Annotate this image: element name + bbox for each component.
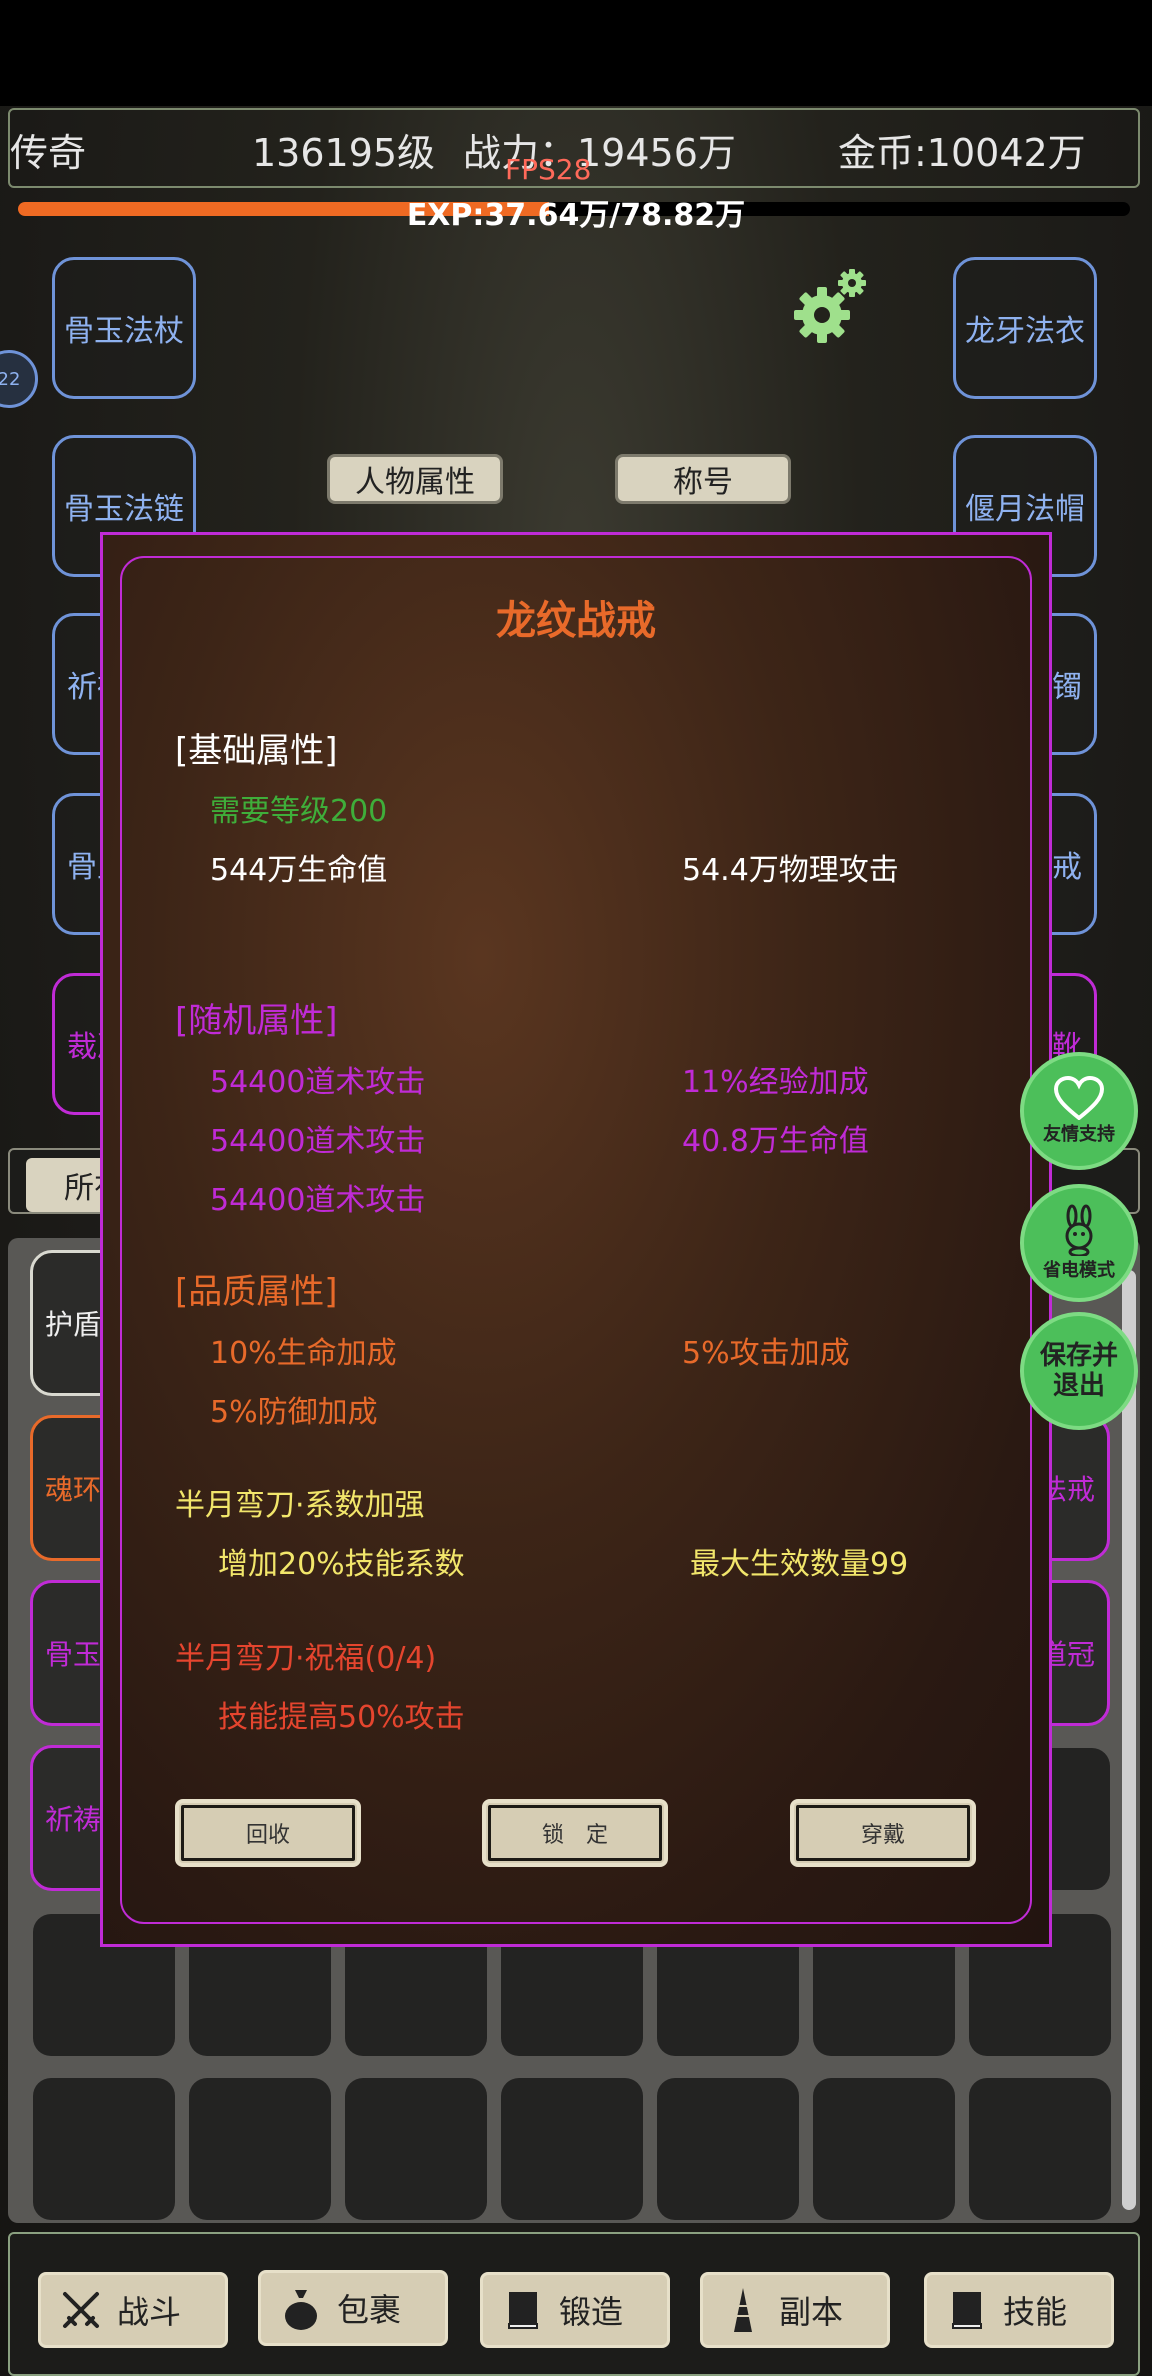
random-attr-header: [随机属性] — [175, 1001, 338, 1041]
random-attr-4: 40.8万生命值 — [682, 1124, 869, 1159]
nav-forge[interactable]: 锻造 — [480, 2272, 670, 2348]
lock-button[interactable]: 锁 定 — [482, 1799, 668, 1867]
support-button[interactable]: 友情支持 — [1020, 1052, 1138, 1170]
gear-icon[interactable] — [790, 265, 870, 349]
nav-forge-label: 锻造 — [559, 2293, 624, 2331]
set-bonus-1-title: 半月弯刀·系数加强 — [175, 1488, 425, 1523]
random-attr-5: 54400道术攻击 — [210, 1183, 426, 1218]
book-icon — [941, 2290, 993, 2330]
support-label: 友情支持 — [1043, 1124, 1115, 1145]
random-attr-2: 11%经验加成 — [682, 1065, 869, 1100]
top-black-bar — [0, 0, 1152, 106]
required-level: 需要等级200 — [210, 794, 388, 829]
rabbit-icon — [1065, 1204, 1093, 1256]
base-hp: 544万生命值 — [210, 853, 388, 888]
set-bonus-1-effect: 增加20%技能系数 — [218, 1547, 465, 1582]
tab-attributes[interactable]: 人物属性 — [327, 454, 503, 504]
random-attr-3: 54400道术攻击 — [210, 1124, 426, 1159]
nav-skill[interactable]: 技能 — [924, 2272, 1114, 2348]
base-attack: 54.4万物理攻击 — [682, 853, 899, 888]
save-exit-button[interactable]: 保存并退出 — [1020, 1312, 1138, 1430]
quality-attr-2: 5%攻击加成 — [682, 1336, 850, 1371]
money-bag-icon — [275, 2286, 327, 2330]
crossed-swords-icon — [55, 2290, 107, 2330]
nav-dungeon[interactable]: 副本 — [700, 2272, 890, 2348]
set-bonus-1-max: 最大生效数量99 — [690, 1547, 909, 1582]
fps-counter: FPS28 — [505, 153, 592, 186]
nav-bag[interactable]: 包裹 — [258, 2270, 448, 2346]
power-save-button[interactable]: 省电模式 — [1020, 1184, 1138, 1302]
combat-power: 战力：19456万 — [463, 131, 736, 175]
equip-slot-left-2[interactable]: 骨玉法链 — [52, 435, 196, 577]
tower-icon — [717, 2286, 769, 2334]
heart-icon — [1054, 1076, 1104, 1120]
inventory-cell[interactable] — [345, 2078, 487, 2220]
gold-amount: 金币:10042万 — [838, 131, 1086, 175]
nav-battle[interactable]: 战斗 — [38, 2272, 228, 2348]
power-save-label: 省电模式 — [1043, 1260, 1115, 1281]
set-bonus-2-title: 半月弯刀·祝福(0/4) — [175, 1641, 437, 1676]
tab-title[interactable]: 称号 — [615, 454, 791, 504]
exp-text: EXP:37.64万/78.82万 — [406, 198, 746, 233]
base-attr-header: [基础属性] — [175, 731, 338, 771]
wear-button[interactable]: 穿戴 — [790, 1799, 976, 1867]
quality-attr-header: [品质属性] — [175, 1272, 338, 1312]
inventory-cell[interactable] — [189, 2078, 331, 2220]
nav-skill-label: 技能 — [1003, 2293, 1068, 2331]
book-icon — [497, 2290, 549, 2330]
inventory-scrollbar[interactable] — [1122, 1270, 1136, 2210]
random-attr-1: 54400道术攻击 — [210, 1065, 426, 1100]
nav-battle-label: 战斗 — [117, 2293, 182, 2331]
inventory-cell[interactable] — [813, 2078, 955, 2220]
status-box — [8, 108, 1140, 188]
equip-slot-left-1[interactable]: 骨玉法杖 — [52, 257, 196, 399]
inventory-cell[interactable] — [33, 2078, 175, 2220]
nav-bag-label: 包裹 — [337, 2291, 402, 2329]
player-name: 传奇 — [10, 131, 87, 175]
inventory-cell[interactable] — [657, 2078, 799, 2220]
equip-slot-right-1[interactable]: 龙牙法衣 — [953, 257, 1097, 399]
inventory-cell[interactable] — [501, 2078, 643, 2220]
exp-bar-fill — [18, 202, 550, 216]
player-level: 136195级 — [252, 131, 436, 175]
exp-bar — [18, 202, 1130, 216]
recycle-button[interactable]: 回收 — [175, 1799, 361, 1867]
set-bonus-2-effect: 技能提高50%攻击 — [218, 1700, 465, 1735]
modal-title: 龙纹战戒 — [496, 598, 656, 644]
quality-attr-1: 10%生命加成 — [210, 1336, 397, 1371]
quality-attr-3: 5%防御加成 — [210, 1395, 378, 1430]
inventory-cell[interactable] — [969, 2078, 1111, 2220]
nav-dungeon-label: 副本 — [779, 2293, 844, 2331]
